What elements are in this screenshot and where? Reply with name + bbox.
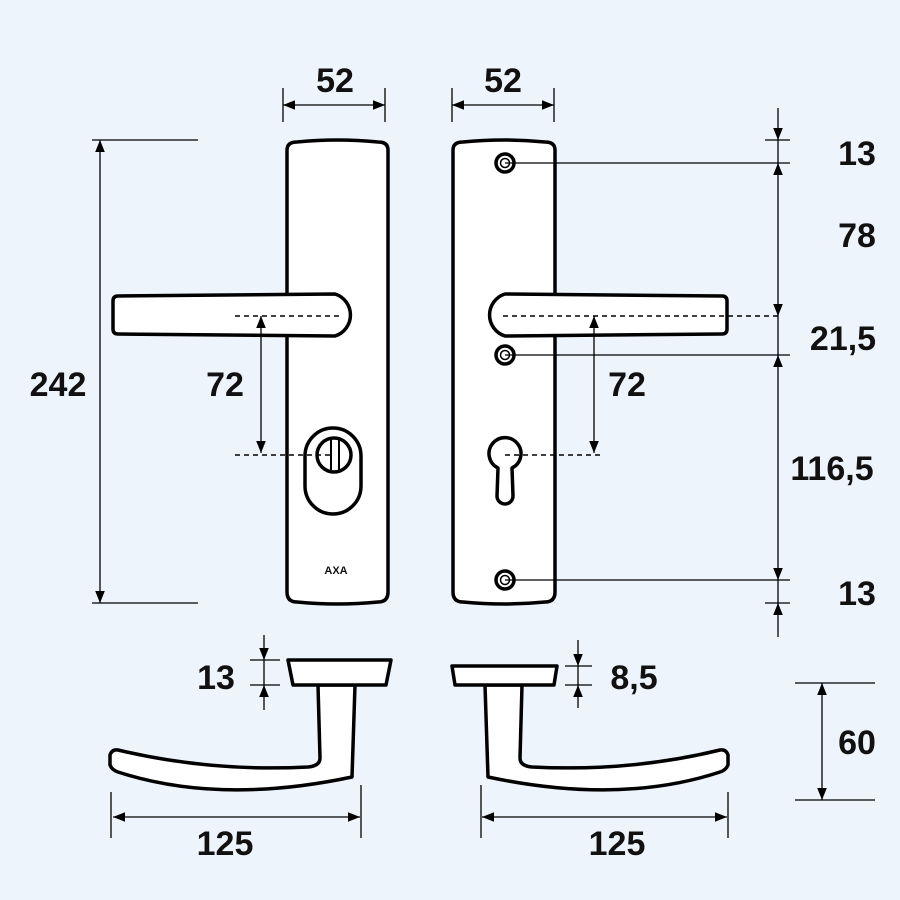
right-lever-handle	[487, 292, 729, 338]
left-handle-side-view	[108, 658, 393, 792]
svg-text:13: 13	[838, 135, 876, 173]
euro-profile-keyhole	[487, 435, 523, 506]
dimension-handle-to-cylinder: 72 72	[206, 316, 646, 453]
svg-text:13: 13	[838, 575, 876, 613]
axa-logo: AXA	[324, 565, 347, 577]
left-lever-handle	[111, 292, 353, 338]
svg-text:125: 125	[197, 825, 254, 863]
left-plate-front-view: AXA	[111, 138, 390, 606]
svg-text:52: 52	[316, 62, 354, 100]
svg-text:72: 72	[608, 366, 646, 404]
svg-text:125: 125	[589, 825, 646, 863]
right-plate-rear-view	[451, 138, 790, 606]
svg-text:72: 72	[206, 366, 244, 404]
dimension-handle-length: 125 125	[110, 785, 729, 863]
svg-text:116,5: 116,5	[790, 450, 873, 488]
svg-text:21,5: 21,5	[810, 320, 876, 358]
dimension-rose-thickness: 13 8,5	[197, 635, 658, 710]
dimension-hole-spacing-chain: 13 78 21,5 116,5 13	[765, 108, 876, 637]
svg-text:242: 242	[30, 366, 87, 404]
svg-text:60: 60	[838, 724, 876, 762]
dimension-handle-depth: 60	[795, 682, 876, 801]
svg-text:52: 52	[484, 62, 522, 100]
svg-text:8,5: 8,5	[610, 659, 657, 697]
dimension-plate-width: 52 52	[282, 62, 555, 122]
right-handle-side-view	[450, 664, 730, 792]
dimension-plate-height: 242	[30, 139, 198, 604]
svg-text:78: 78	[838, 217, 876, 255]
svg-text:13: 13	[197, 659, 235, 697]
